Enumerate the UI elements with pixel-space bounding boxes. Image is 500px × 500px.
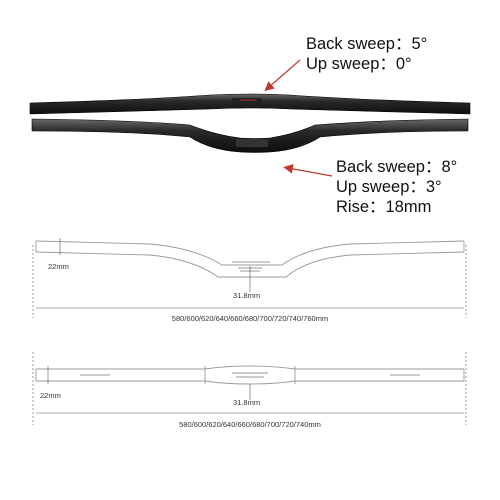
riser-end-diameter-label: 22mm (48, 262, 69, 271)
stem-clamp-decal (236, 139, 268, 147)
riser-bar-drawing (32, 238, 467, 318)
flat-back-sweep-text: Back sweep：5° (306, 35, 428, 53)
riser-handlebar-photo (31, 118, 469, 153)
stem-clamp-decal (232, 98, 262, 105)
flat-clamp-diameter-label: 31.8mm (233, 398, 260, 407)
riser-rise-text: Rise：18mm (336, 198, 432, 216)
pointer-arrow-flat (264, 59, 301, 92)
flat-width-options-label: 580/600/620/640/660/680/700/720/740mm (179, 420, 321, 429)
pointer-arrow-riser (283, 164, 333, 177)
flat-bar-drawing (32, 352, 467, 425)
riser-back-sweep-text: Back sweep：8° (336, 158, 458, 176)
flat-handlebar-photo (29, 93, 471, 115)
riser-up-sweep-text: Up sweep：3° (336, 178, 442, 196)
flat-up-sweep-text: Up sweep：0° (306, 55, 412, 73)
riser-clamp-diameter-label: 31.8mm (233, 291, 260, 300)
riser-width-options-label: 580/600/620/640/660/680/700/720/740/760m… (172, 314, 328, 323)
flat-end-diameter-label: 22mm (40, 391, 61, 400)
